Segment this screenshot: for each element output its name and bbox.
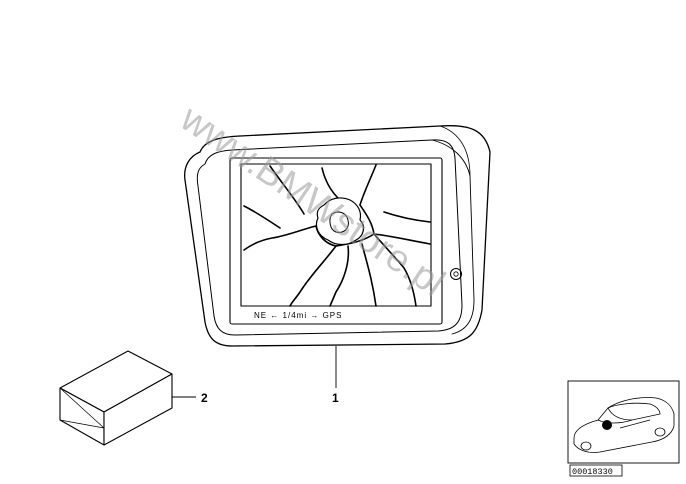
store-watermark: www.BMWstore.pl — [172, 97, 452, 305]
screen-status-text: NE ← 1/4mi → GPS — [254, 311, 342, 320]
monitor-knob-center — [453, 271, 459, 277]
box-fold-line — [59, 387, 105, 429]
screen-map-town — [315, 197, 365, 246]
package-box[interactable] — [59, 350, 173, 446]
monitor-knob[interactable] — [450, 268, 462, 280]
box-side-face — [103, 373, 173, 446]
car-outline-icon — [573, 397, 675, 453]
location-marker-dot — [602, 420, 612, 430]
reference-number: 00018330 — [572, 467, 613, 477]
monitor-side-bevel — [431, 139, 475, 335]
callout-label-2: 2 — [201, 391, 208, 405]
screen-map-town-core — [329, 211, 349, 233]
callout-label-1: 1 — [332, 391, 339, 405]
navigation-monitor[interactable] — [184, 124, 491, 347]
monitor-screen-bezel — [229, 157, 443, 325]
vehicle-location-thumbnail[interactable]: 00018330 — [567, 380, 680, 477]
monitor-housing-outer — [184, 124, 491, 347]
monitor-top-bevel — [439, 125, 471, 177]
reference-number-box — [569, 464, 623, 477]
monitor-housing-inner — [196, 139, 463, 336]
